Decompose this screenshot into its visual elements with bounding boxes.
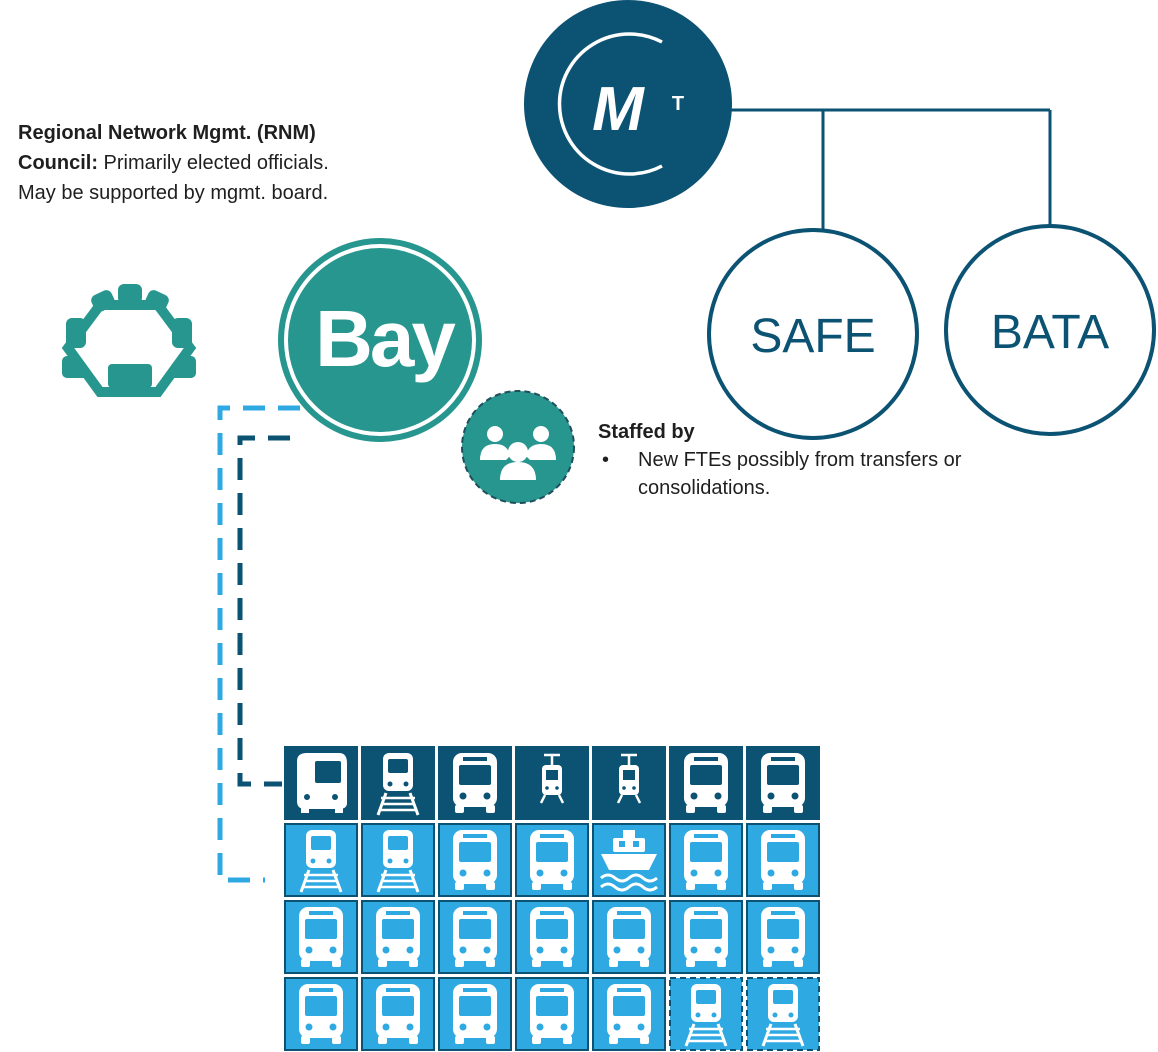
train-icon bbox=[376, 753, 420, 816]
operator-tile bbox=[669, 746, 743, 820]
bata-label: BATA bbox=[991, 306, 1109, 359]
bus-icon bbox=[684, 830, 728, 890]
operator-tile bbox=[438, 746, 512, 820]
operator-tile bbox=[438, 823, 512, 897]
staffed-by-title: Staffed by bbox=[598, 421, 695, 443]
operator-tile bbox=[669, 977, 743, 1051]
staffed-by-list: New FTEs possibly from transfers or cons… bbox=[598, 446, 998, 502]
operator-grid bbox=[284, 746, 820, 1051]
operator-tile bbox=[361, 977, 435, 1051]
operator-tile bbox=[284, 977, 358, 1051]
operator-tile bbox=[361, 823, 435, 897]
operator-tile bbox=[592, 977, 666, 1051]
mtc-connector-lines bbox=[700, 108, 1052, 232]
conference-table-icon bbox=[61, 284, 197, 397]
council-detail: Primarily elected officials. May be supp… bbox=[18, 152, 329, 204]
operator-tile bbox=[592, 900, 666, 974]
operator-tile bbox=[515, 977, 589, 1051]
operator-tile bbox=[746, 977, 820, 1051]
bus-icon bbox=[376, 907, 420, 967]
staff-group-icon bbox=[461, 390, 575, 504]
safe-label: SAFE bbox=[750, 310, 875, 363]
bus-icon bbox=[761, 907, 805, 967]
bata-node: BATA bbox=[944, 224, 1156, 436]
bay-area-logo: Bay bbox=[278, 238, 482, 442]
operator-tile bbox=[284, 746, 358, 820]
bus-icon bbox=[530, 907, 574, 967]
council-title: Regional Network Mgmt. (RNM) Council: bbox=[18, 122, 316, 174]
bus-icon bbox=[530, 984, 574, 1044]
train-icon bbox=[684, 984, 728, 1047]
operator-tile bbox=[361, 900, 435, 974]
operator-tile bbox=[592, 746, 666, 820]
operator-tile bbox=[669, 823, 743, 897]
tram-icon bbox=[616, 753, 642, 804]
bus-icon bbox=[453, 984, 497, 1044]
staffed-by-bullet: New FTEs possibly from transfers or cons… bbox=[598, 446, 998, 502]
bus-icon bbox=[607, 907, 651, 967]
operator-tile bbox=[669, 900, 743, 974]
operator-tile bbox=[515, 900, 589, 974]
train-icon bbox=[376, 830, 420, 893]
ferry-icon bbox=[600, 830, 658, 892]
dashed-connector-light bbox=[217, 405, 300, 883]
mtc-logo: M T bbox=[524, 0, 732, 208]
operator-tile bbox=[438, 900, 512, 974]
bus-icon bbox=[376, 984, 420, 1044]
train-icon bbox=[299, 830, 343, 893]
operator-tile bbox=[361, 746, 435, 820]
operator-tile bbox=[284, 823, 358, 897]
tram-icon bbox=[539, 753, 565, 804]
bus-icon bbox=[530, 830, 574, 890]
bus-icon bbox=[453, 830, 497, 890]
operator-tile bbox=[746, 823, 820, 897]
bus-icon bbox=[453, 753, 497, 813]
bus-icon bbox=[684, 753, 728, 813]
bus-icon bbox=[761, 753, 805, 813]
operator-tile bbox=[515, 746, 589, 820]
mtc-logo-superscript: T bbox=[672, 93, 684, 115]
operator-tile bbox=[284, 900, 358, 974]
operator-tile bbox=[592, 823, 666, 897]
operator-tile bbox=[746, 900, 820, 974]
bus-icon bbox=[299, 984, 343, 1044]
operator-tile bbox=[515, 823, 589, 897]
operator-tile bbox=[438, 977, 512, 1051]
bus-icon bbox=[761, 830, 805, 890]
staffed-by-note: Staffed by New FTEs possibly from transf… bbox=[598, 418, 998, 502]
council-description: Regional Network Mgmt. (RNM) Council: Pr… bbox=[18, 118, 348, 208]
rail-car-icon bbox=[297, 753, 347, 813]
bus-icon bbox=[684, 907, 728, 967]
bay-logo-text: Bay bbox=[315, 294, 456, 383]
train-icon bbox=[761, 984, 805, 1047]
bus-icon bbox=[299, 907, 343, 967]
mtc-logo-mark: M bbox=[592, 75, 645, 144]
dashed-connector-dark bbox=[237, 435, 290, 787]
bus-icon bbox=[453, 907, 497, 967]
operator-tile bbox=[746, 746, 820, 820]
safe-node: SAFE bbox=[707, 228, 919, 440]
bus-icon bbox=[607, 984, 651, 1044]
